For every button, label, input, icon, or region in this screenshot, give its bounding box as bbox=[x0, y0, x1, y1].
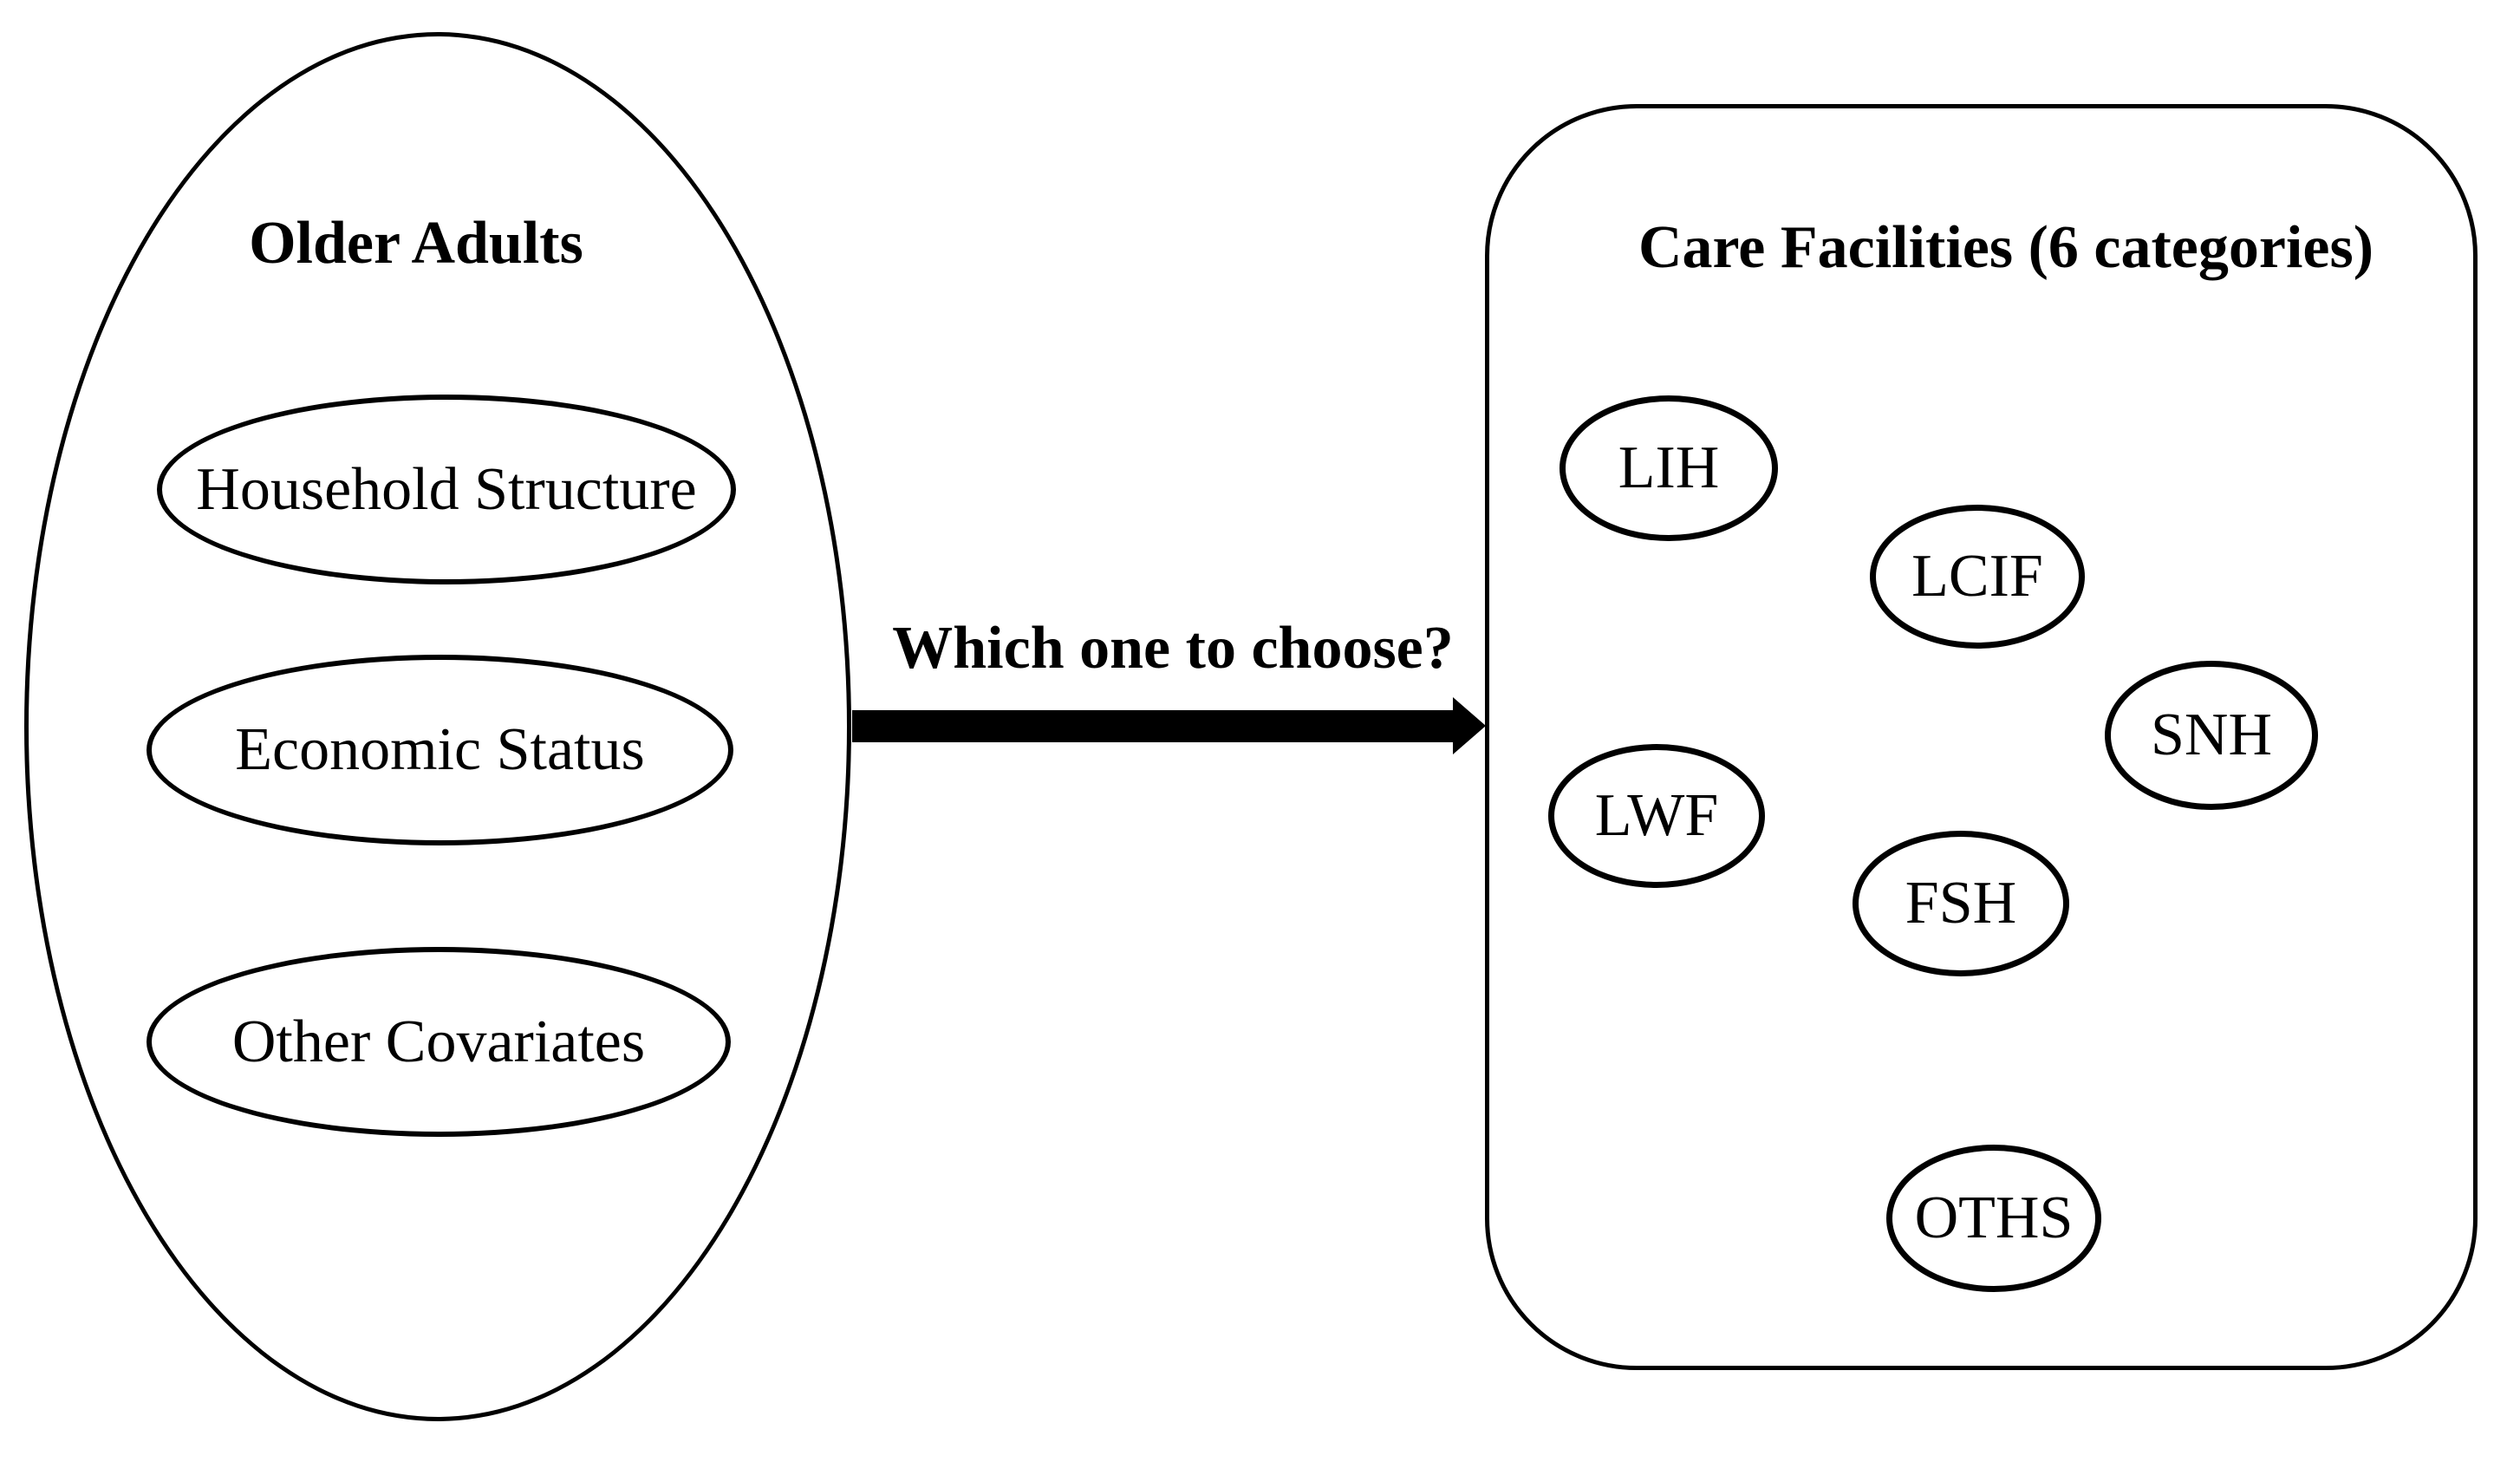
facility-oths-label: OTHS bbox=[1914, 1185, 2074, 1251]
facility-fsh-label: FSH bbox=[1905, 870, 2017, 937]
arrow-shaft bbox=[852, 710, 1455, 742]
household-structure-label: Household Structure bbox=[196, 455, 697, 523]
facility-lwf-ellipse: LWF bbox=[1548, 744, 1765, 888]
economic-status-ellipse: Economic Status bbox=[147, 655, 733, 845]
older-adults-title: Older Adults bbox=[249, 210, 583, 277]
facility-lih-label: LIH bbox=[1618, 434, 1720, 501]
other-covariates-ellipse: Other Covariates bbox=[147, 947, 731, 1137]
economic-status-label: Economic Status bbox=[235, 716, 645, 783]
care-facilities-box bbox=[1485, 104, 2478, 1370]
facility-lih-ellipse: LIH bbox=[1560, 395, 1778, 541]
facility-fsh-ellipse: FSH bbox=[1853, 831, 2069, 976]
care-facilities-title: Care Facilities (6 categories) bbox=[1638, 214, 2374, 281]
older-adults-ellipse bbox=[24, 32, 851, 1421]
household-structure-ellipse: Household Structure bbox=[157, 395, 736, 584]
facility-snh-label: SNH bbox=[2150, 702, 2273, 768]
facility-oths-ellipse: OTHS bbox=[1886, 1145, 2101, 1292]
arrow-head-icon bbox=[1453, 697, 1486, 754]
facility-snh-ellipse: SNH bbox=[2105, 661, 2318, 810]
facility-lcif-label: LCIF bbox=[1911, 543, 2043, 610]
facility-lcif-ellipse: LCIF bbox=[1870, 505, 2085, 649]
facility-lwf-label: LWF bbox=[1594, 782, 1719, 849]
arrow-question-label: Which one to choose? bbox=[892, 615, 1454, 682]
other-covariates-label: Other Covariates bbox=[231, 1008, 646, 1075]
